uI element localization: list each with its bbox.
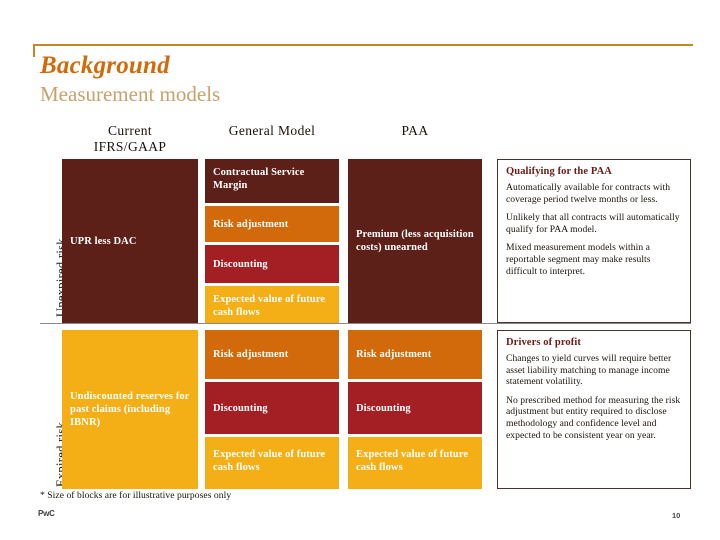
page-subtitle: Measurement models	[40, 82, 221, 106]
note-heading: Drivers of profit	[506, 337, 581, 348]
block-discounting-expired-paa: Discounting	[348, 382, 482, 434]
block-discounting-expired-general: Discounting	[205, 382, 339, 434]
block-label: Expected value of future cash flows	[213, 294, 326, 318]
block-label: Undiscounted reserves for past claims (i…	[70, 391, 190, 428]
block-risk-adjustment-expired-paa: Risk adjustment	[348, 330, 482, 379]
block-label: Risk adjustment	[213, 218, 289, 230]
column-header-general-line1: General Model	[228, 123, 316, 138]
block-label: Expected value of future cash flows	[356, 449, 469, 473]
block-expected-value-unexpired-general: Expected value of future cash flows	[205, 286, 339, 323]
note-paragraph: Mixed measurement models within a report…	[506, 242, 651, 277]
block-expected-value-expired-paa: Expected value of future cash flows	[348, 437, 482, 489]
block-label: Risk adjustment	[356, 349, 432, 360]
page-number: 10	[672, 511, 681, 520]
header-rule	[33, 44, 693, 46]
block-label: Contractual Service Margin	[213, 167, 305, 191]
column-header-current-line2: IFRS/GAAP	[93, 139, 167, 154]
block-label: Risk adjustment	[213, 349, 289, 360]
block-label: Discounting	[213, 402, 268, 414]
block-label: Discounting	[356, 402, 411, 414]
band-divider	[40, 323, 691, 324]
page-title: Background	[40, 52, 170, 79]
block-expected-value-expired-general: Expected value of future cash flows	[205, 437, 339, 489]
block-label: UPR less DAC	[70, 235, 137, 247]
note-heading: Qualifying for the PAA	[506, 166, 612, 177]
note-paragraph: No prescribed method for measuring the r…	[506, 394, 681, 441]
column-header-current-line1: Current	[107, 123, 153, 138]
column-header-general: General Model	[205, 123, 339, 139]
block-undiscounted-reserves: Undiscounted reserves for past claims (i…	[62, 330, 198, 489]
block-risk-adjustment-unexpired-general: Risk adjustment	[205, 206, 339, 242]
block-upr-less-dac: UPR less DAC	[62, 159, 198, 323]
block-label: Expected value of future cash flows	[213, 449, 326, 473]
block-discounting-unexpired-general: Discounting	[205, 245, 339, 283]
note-box-drivers-of-profit: Drivers of profit Changes to yield curve…	[497, 330, 691, 489]
header-rule-tick	[33, 44, 35, 57]
column-header-paa-line1: PAA	[401, 123, 429, 138]
note-paragraph: Unlikely that all contracts will automat…	[506, 212, 680, 235]
block-risk-adjustment-expired-general: Risk adjustment	[205, 330, 339, 379]
footnote: * Size of blocks are for illustrative pu…	[40, 490, 232, 501]
note-paragraph: Automatically available for contracts wi…	[506, 182, 671, 205]
block-label: Discounting	[213, 258, 268, 270]
pwc-logo: PwC	[38, 509, 55, 518]
note-box-qualifying-for-paa: Qualifying for the PAA Automatically ava…	[497, 159, 691, 323]
column-header-paa: PAA	[348, 123, 482, 139]
block-premium-unearned: Premium (less acquisition costs) unearne…	[348, 159, 482, 323]
block-contractual-service-margin: Contractual Service Margin	[205, 159, 339, 203]
block-label: Premium (less acquisition costs) unearne…	[356, 229, 474, 253]
column-header-current: Current IFRS/GAAP	[62, 123, 198, 155]
note-paragraph: Changes to yield curves will require bet…	[506, 353, 672, 388]
